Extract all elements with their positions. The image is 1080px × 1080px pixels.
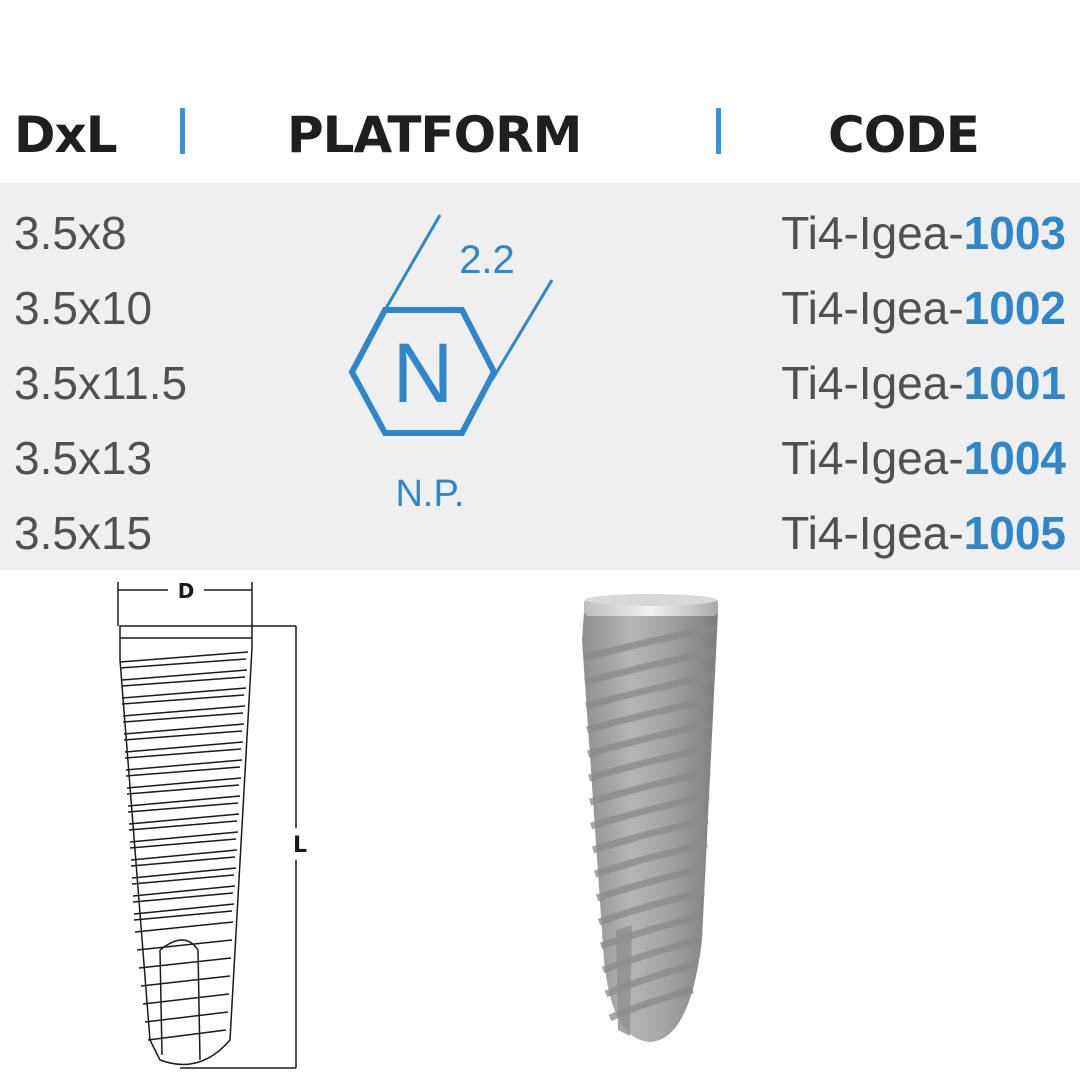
implant-figures: D L (117, 579, 718, 1069)
dimension-l-label: L (293, 833, 307, 858)
header-separator-1 (180, 108, 185, 154)
implant-line-drawing (117, 582, 297, 1069)
code-number: 1003 (963, 207, 1066, 259)
row-dxl: 3.5x13 (14, 432, 153, 484)
code-prefix: Ti4-Igea- (781, 432, 964, 484)
row-code: Ti4-Igea-1001 (781, 353, 1066, 413)
header-platform: PLATFORM (287, 106, 582, 164)
platform-label: N.P. (395, 473, 464, 515)
header-dxl: DxL (14, 106, 118, 164)
row-code: Ti4-Igea-1004 (781, 428, 1066, 488)
code-number: 1002 (963, 282, 1066, 334)
row-dxl: 3.5x10 (14, 282, 153, 334)
row-code: Ti4-Igea-1003 (781, 203, 1066, 263)
header-code: CODE (828, 106, 980, 164)
row-dxl: 3.5x8 (14, 207, 127, 259)
platform-size: 2.2 (459, 238, 515, 282)
code-number: 1004 (963, 432, 1066, 484)
code-prefix: Ti4-Igea- (781, 507, 964, 559)
code-number: 1005 (963, 507, 1066, 559)
hexagon-platform-icon: N 2.2 N.P. (348, 214, 554, 515)
row-dxl: 3.5x15 (14, 507, 153, 559)
row-dxl: 3.5x11.5 (14, 357, 188, 409)
code-prefix: Ti4-Igea- (781, 207, 964, 259)
implant-rendered-image (582, 594, 718, 1042)
header-separator-2 (716, 108, 721, 154)
code-prefix: Ti4-Igea- (781, 282, 964, 334)
row-code: Ti4-Igea-1005 (781, 503, 1066, 563)
platform-letter: N (393, 326, 454, 420)
spec-table (0, 183, 1080, 570)
code-prefix: Ti4-Igea- (781, 357, 964, 409)
row-code: Ti4-Igea-1002 (781, 278, 1066, 338)
dimension-d-label: D (178, 579, 195, 603)
code-number: 1001 (963, 357, 1066, 409)
table-header: DxL PLATFORM CODE (0, 95, 1080, 175)
